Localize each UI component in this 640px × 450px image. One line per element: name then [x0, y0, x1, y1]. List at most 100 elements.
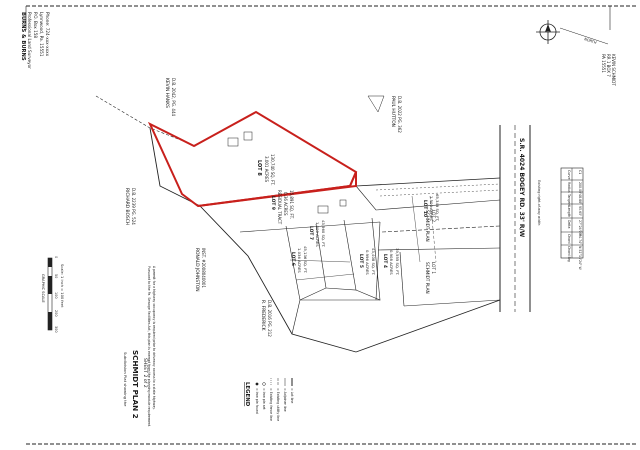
lot-5-title: LOT 5: [358, 254, 364, 268]
paul-hutton-name: PAUL HUTTON: [390, 96, 396, 127]
legend-item: = Iron pin found: [255, 388, 259, 414]
road-note: Existing right-of-way width: [537, 180, 541, 225]
lot-4-title: LOT 4: [382, 254, 388, 268]
schmidt-lot2-lot: LOT 2: [431, 210, 436, 222]
legend-item: = Iron pin set: [262, 388, 266, 410]
lot-5-label[interactable]: LOT 5 0.996 ACRES 43,408 SQ. FT.: [358, 248, 376, 276]
title-main: SCHMIDT PLAN 2: [131, 350, 140, 419]
lot-6-area: 1.036 ACRES: [297, 248, 302, 273]
kevin-hanks-deed: D.B. 2042, PG. 444: [171, 78, 176, 117]
curve-table: Curve Radius Tangent Length Delta Chord …: [560, 167, 584, 271]
graphic-scale: 0 50 100 200 300 GRAPHIC SCALE Scale: 1 …: [41, 256, 64, 332]
neighbor-richard-bosch: RICHARD BOSCH D.B. 2239 PG. 524: [124, 188, 136, 225]
curve-cell: 94.74': [578, 234, 582, 244]
highlighted-parcels: [147, 110, 358, 208]
surveyor-phone: Phone: 724-xxx-xxxx: [45, 12, 50, 57]
curve-header-radius: Radius: [567, 182, 571, 193]
owner-line1: KEVIN SCHMIDT: [611, 54, 616, 86]
neighbor-schmidt-lot1: SCHMIDT PLAN LOT 1: [425, 262, 436, 294]
curve-header-chord: Chord: [567, 234, 571, 243]
owner-line2: RR 1 BOX 7: [606, 54, 611, 77]
neighbor-paul-hutton: PAUL HUTTON D.B. 2022 PG. 362: [390, 96, 402, 133]
curve-header-delta: Delta: [567, 220, 571, 229]
lot-8-label[interactable]: LOT 8 3.001 ACRES 130,740 SQ. FT.: [256, 154, 275, 186]
lot-8-outline[interactable]: [147, 110, 358, 208]
scale-note: Scale: 1 inch = 100 feet: [60, 264, 64, 308]
lot-6-label[interactable]: LOT 6 1.036 ACRES 45,136 SQ. FT.: [290, 246, 308, 274]
notes-para1: Pursuant to the Pa. Sewage Facilities Ac…: [147, 266, 151, 427]
curve-header-curve: Curve: [567, 170, 571, 179]
scale-tick: 100: [54, 292, 58, 298]
road-label: S.R. 4024 BOGEY RD. 33' R/W: [518, 138, 525, 238]
surveyor-po-box: P.O. Box 158: [33, 12, 38, 38]
kevin-hanks-name: KEVIN HANKS: [164, 78, 170, 108]
lot-8-area: 3.001 ACRES: [264, 156, 269, 182]
paul-hutton-deed: D.B. 2022 PG. 362: [397, 96, 402, 133]
plan-notes: Pursuant to the Pa. Sewage Facilities Ac…: [147, 266, 156, 427]
residual-sub: RESIDUAL TRACT: [277, 190, 282, 225]
r-frederick-name: R. FREDERICK: [260, 300, 266, 331]
legend-item: = Adjoiner line: [283, 388, 287, 412]
curve-cell: N 52°11'24" W: [578, 246, 582, 271]
schmidt-lot2-name: SCHMIDT PLAN: [425, 210, 430, 242]
lot-10-title: LOT 10: [422, 200, 428, 217]
curve-header-length: Length: [567, 206, 571, 217]
scale-tick: 200: [54, 310, 58, 316]
scale-tick: 0: [54, 256, 58, 258]
r-frederick-deed: D.B. 2016 PG. 212: [267, 300, 272, 337]
notes-para2: A permit for a highway occupancy is requ…: [152, 266, 156, 410]
residual-area: 0.36 ACRES: [283, 192, 288, 216]
lot-10-area: 1.500 ACRES: [429, 196, 434, 221]
road-sr-4024: S.R. 4024 BOGEY RD. 33' R/W Existing rig…: [499, 125, 541, 312]
richard-bosch-name: RICHARD BOSCH: [124, 188, 130, 225]
lot-5-area: 0.996 ACRES: [365, 250, 370, 275]
lot-6-sqft: 45,136 SQ. FT.: [303, 246, 308, 274]
curve-cell: 27°24'09": [578, 220, 582, 237]
schmidt-lot1-name: SCHMIDT PLAN: [425, 262, 430, 294]
lot-4-sqft: 39,555 SQ. FT.: [395, 248, 400, 276]
lot-7-title: LOT 7: [308, 226, 314, 240]
neighbor-r-frederick: R. FREDERICK D.B. 2016 PG. 212: [260, 300, 272, 337]
north-arrow: NORTH: [536, 20, 609, 45]
lot-7-label[interactable]: LOT 7 1.000 ACRES 43,560 SQ. FT.: [308, 220, 326, 248]
owner-line3: PA 15551: [601, 54, 606, 73]
surveyor-city: Lynnwood, Pa. 15551: [39, 12, 44, 57]
ronald-johnston-name: RONALD JOHNSTON: [194, 248, 200, 292]
lot-10-sqft: 65,349 SQ. FT.: [435, 194, 440, 222]
residual-tract-outline[interactable]: [197, 171, 357, 207]
residual-sqft: 15,891 SQ. FT.: [289, 190, 294, 219]
legend-item: = Existing fence line: [269, 388, 273, 421]
surveyor-block: BURNS & BURNS Professional Land Surveyor…: [20, 12, 50, 69]
richard-bosch-deed: D.B. 2239 PG. 524: [131, 188, 136, 225]
curve-header-tangent: Tangent: [567, 193, 571, 207]
neighbor-ronald-johnston: RONALD JOHNSTON INST. #2008040001: [194, 248, 206, 292]
scale-title: GRAPHIC SCALE: [41, 274, 45, 303]
title-block: Subdivision Plat showing the SCHMIDT PLA…: [123, 350, 148, 419]
neighbor-kevin-hanks: KEVIN HANKS D.B. 2042, PG. 444: [164, 78, 176, 117]
lot-7-sqft: 43,560 SQ. FT.: [321, 220, 326, 248]
curve-cell: C1: [578, 170, 582, 174]
curve-cell: 200.00': [578, 182, 582, 194]
legend-item: = Lot line: [290, 388, 294, 403]
legend-item: = Existing utility line: [276, 388, 280, 421]
lot-6-title: LOT 6: [290, 252, 296, 266]
surveyor-role: Professional Land Surveyor: [27, 12, 32, 69]
north-label: NORTH: [584, 37, 598, 45]
lot-10-label[interactable]: LOT 10 1.500 ACRES 65,349 SQ. FT.: [422, 194, 440, 222]
sheet-border: [25, 5, 636, 30]
schmidt-lot1-lot: LOT 1: [431, 262, 436, 274]
legend-title: LEGEND: [244, 382, 250, 407]
curve-header-chord-brg: Chord Brg: [567, 246, 571, 262]
residual-title: LOT 9: [270, 196, 276, 210]
curve-cell: 95.65': [578, 206, 582, 216]
neighbor-schmidt-lot2: SCHMIDT PLAN LOT 2: [425, 210, 436, 242]
title-caption: Subdivision Plat showing the: [123, 352, 128, 407]
scale-tick: 50: [54, 274, 58, 278]
lot-5-sqft: 43,408 SQ. FT.: [371, 248, 376, 276]
lot-7-area: 1.000 ACRES: [315, 222, 320, 247]
residual-tract-label[interactable]: LOT 9 RESIDUAL TRACT 0.36 ACRES 15,891 S…: [270, 190, 294, 225]
lot-4-label[interactable]: LOT 4 0.908 ACRES 39,555 SQ. FT.: [382, 248, 400, 276]
owner-block: KEVIN SCHMIDT RR 1 BOX 7 PA 15551: [601, 54, 616, 86]
